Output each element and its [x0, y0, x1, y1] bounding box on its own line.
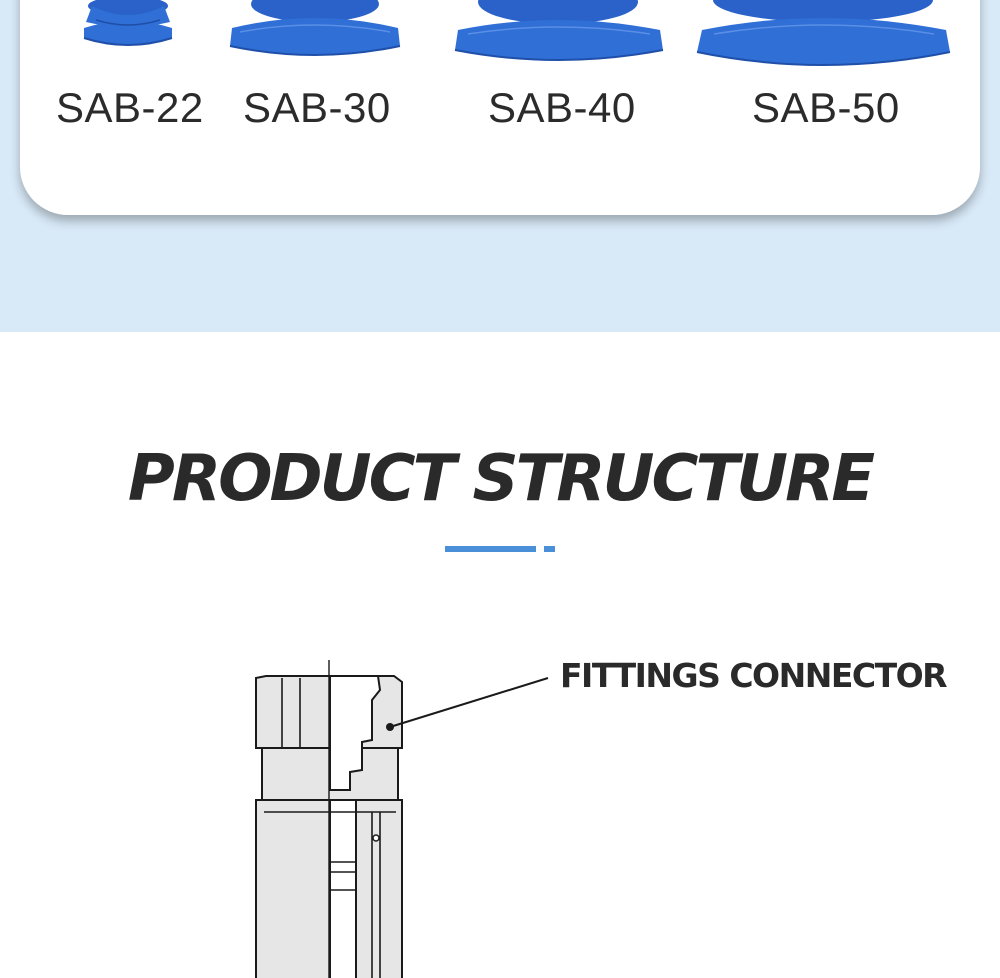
model-label-sab-40: SAB-40 [488, 84, 636, 131]
callout-point [386, 723, 394, 731]
suction-cup-images [83, 0, 951, 66]
callout-leader-line [389, 677, 549, 728]
fitting-bore-top [329, 675, 382, 791]
title-underline-long [445, 546, 536, 552]
suction-cup-sab-22-image [83, 0, 173, 46]
model-label-sab-50: SAB-50 [752, 84, 900, 131]
model-label-sab-30: SAB-30 [243, 84, 391, 131]
fittings-connector-label: FITTINGS CONNECTOR [560, 656, 948, 695]
title-underline-short [544, 546, 555, 552]
structure-diagram [255, 660, 549, 978]
section-title: PRODUCT STRUCTURE [127, 442, 875, 516]
suction-cup-sab-50-image [696, 0, 951, 66]
suction-cup-sab-40-image [454, 0, 664, 61]
suction-cup-sab-30-image [229, 0, 401, 56]
fitting-bore-body [329, 799, 357, 978]
model-label-sab-22: SAB-22 [56, 84, 204, 131]
